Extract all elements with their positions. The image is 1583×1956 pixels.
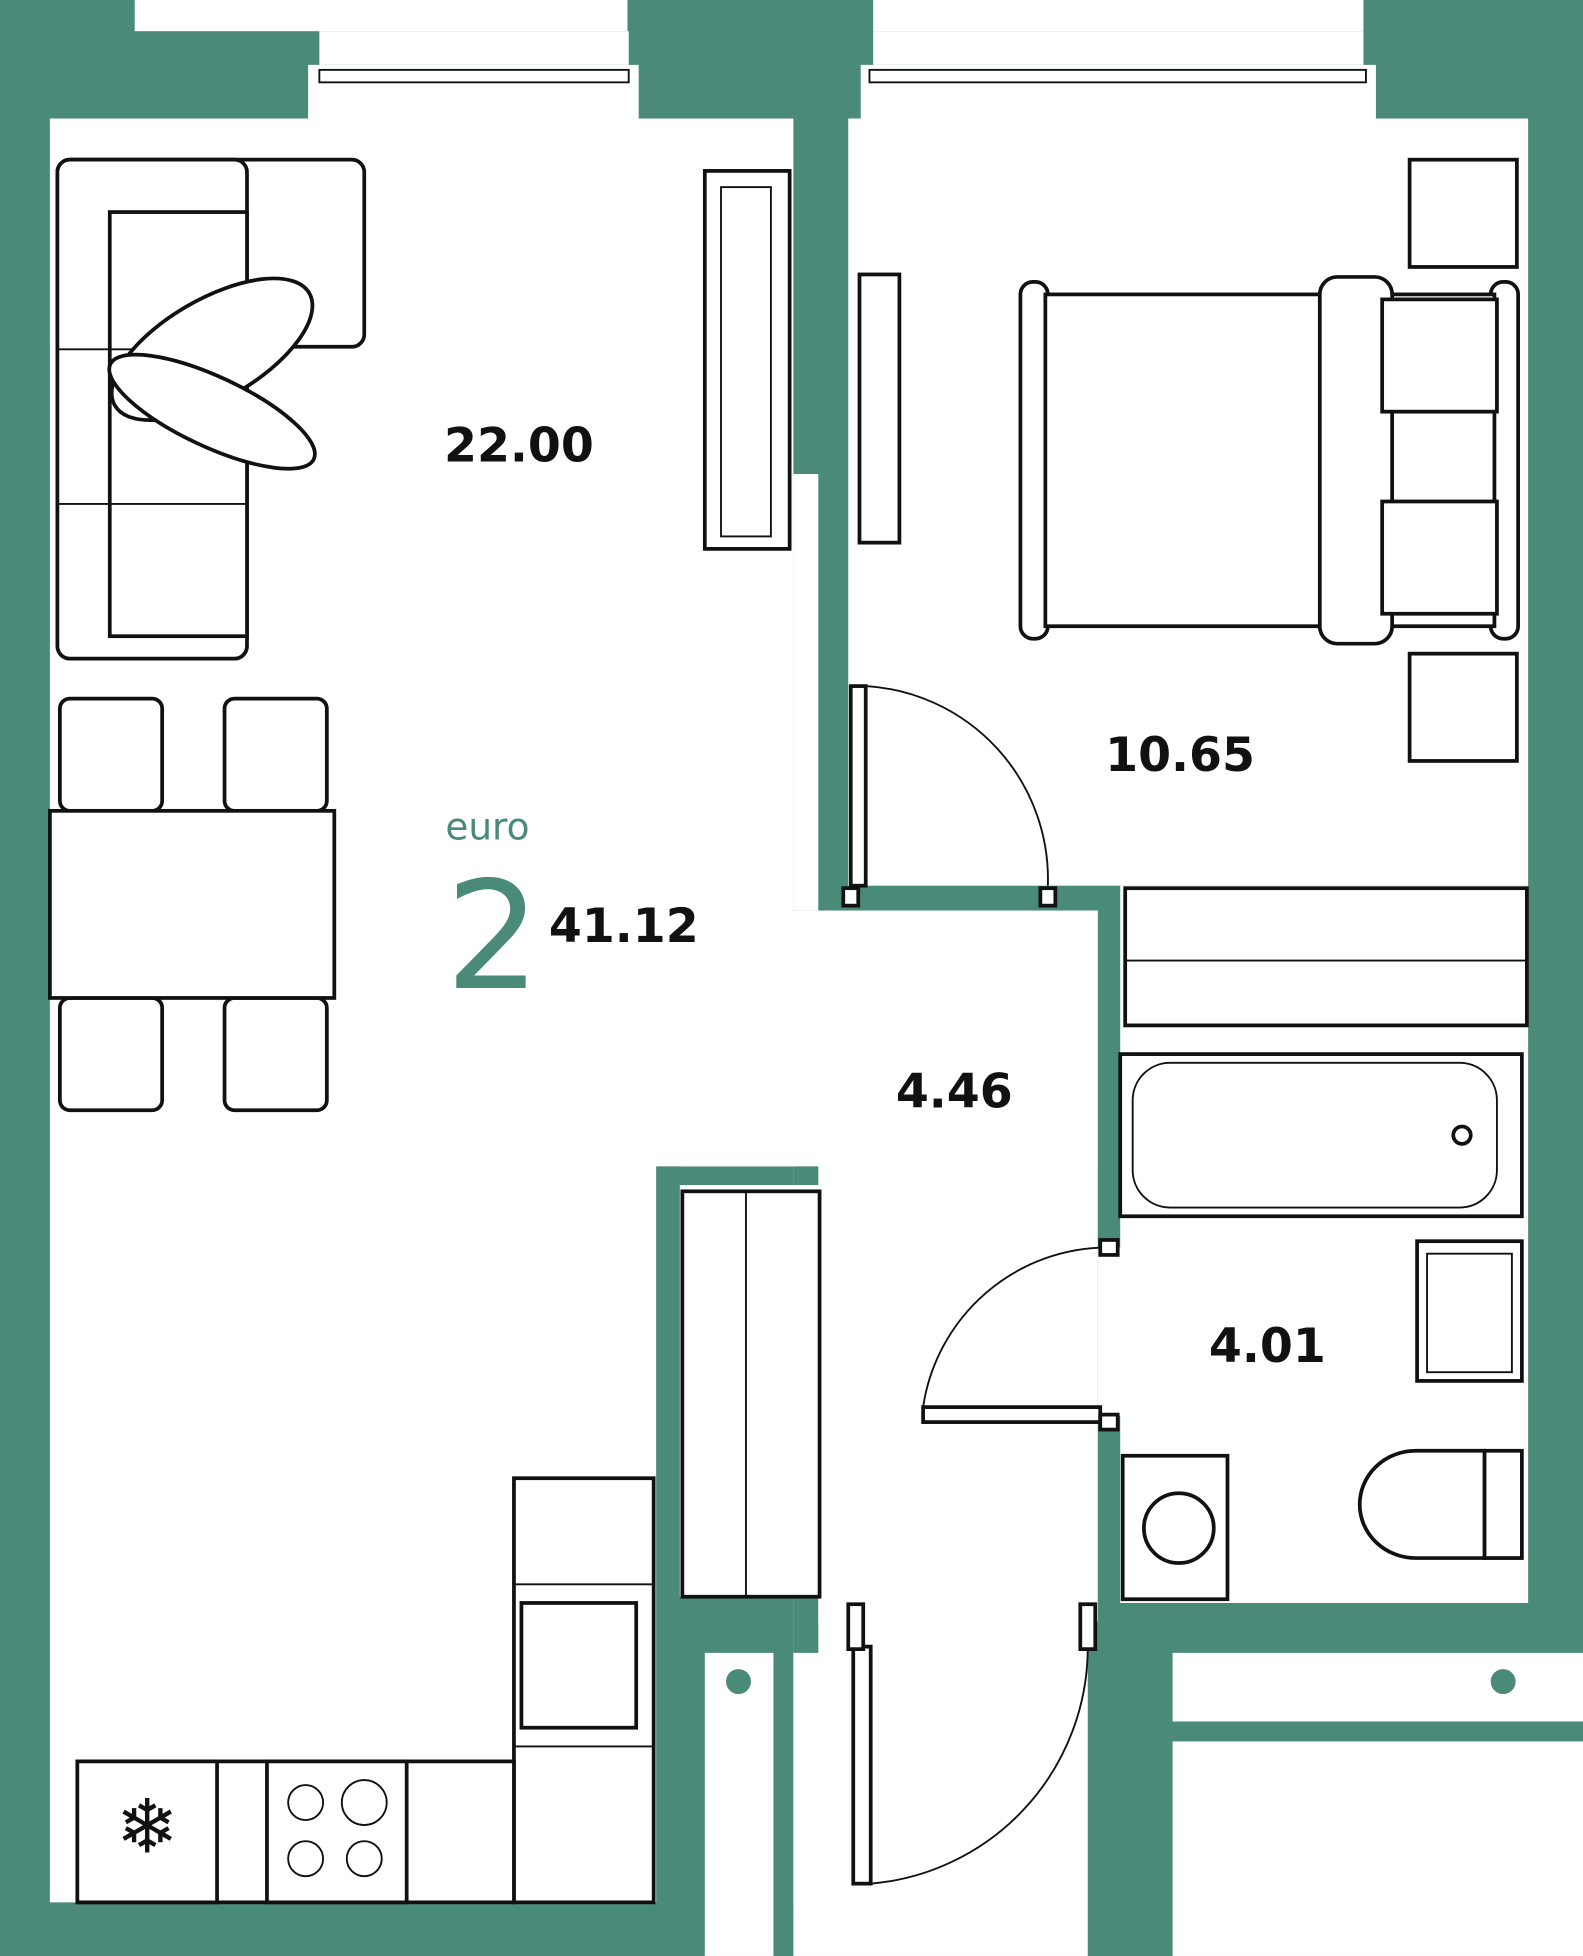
- toilet: [1357, 1448, 1524, 1560]
- total-area: 41.12: [549, 899, 699, 954]
- towel-rack: [1123, 886, 1529, 1028]
- tv-unit: [702, 169, 902, 551]
- snowflake-icon: ❄: [116, 1783, 179, 1870]
- washing-machine: [1120, 1453, 1230, 1602]
- fridge: [75, 1759, 219, 1905]
- door-bedroom[interactable]: [841, 684, 1058, 908]
- hallway: [679, 910, 1098, 1167]
- area-bathroom: 4.01: [1209, 1319, 1326, 1374]
- shaft: [704, 1652, 774, 1956]
- area-living: 22.00: [444, 419, 594, 474]
- riser-icon: [1490, 1669, 1516, 1695]
- exterior: [1172, 1741, 1583, 1956]
- exterior: [134, 0, 628, 32]
- sink: [1415, 1239, 1524, 1383]
- sofa: [55, 157, 367, 661]
- rooms-count: 2: [445, 850, 540, 1024]
- riser-icon: [726, 1669, 751, 1695]
- door-bathroom[interactable]: [921, 1238, 1120, 1432]
- wardrobe: [680, 1189, 822, 1599]
- entrance-door[interactable]: [846, 1602, 1098, 1886]
- bathtub: [1118, 1052, 1524, 1219]
- dining-table: [48, 696, 337, 1113]
- exterior: [873, 0, 1364, 32]
- kitchen: ❄: [75, 1476, 656, 1905]
- area-hallway: 4.46: [896, 1065, 1013, 1120]
- area-bedroom: 10.65: [1105, 728, 1255, 783]
- window: [860, 31, 1376, 119]
- apartment-type: euro: [445, 805, 529, 849]
- window: [308, 31, 639, 119]
- hallway: [793, 1652, 1088, 1956]
- doorway: [793, 474, 819, 911]
- doorway: [1097, 1247, 1123, 1416]
- shaft: [1172, 1652, 1583, 1722]
- stove: [265, 1759, 409, 1905]
- bed: [1018, 157, 1521, 763]
